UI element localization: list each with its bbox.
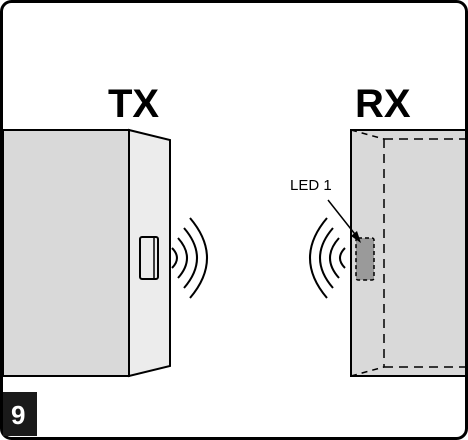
led-pointer-line [327, 199, 359, 239]
rx-wave-1 [339, 247, 346, 269]
tx-wave-1 [171, 247, 178, 269]
rx-wave-4 [309, 217, 328, 299]
figure-number-badge: 9 [3, 392, 37, 436]
led-label: LED 1 [290, 177, 332, 194]
transmitter-front-face [2, 129, 130, 377]
receiver-dash-corner-bottom [350, 366, 385, 377]
figure-number-background [3, 392, 37, 436]
tx-wave-2 [177, 237, 188, 279]
figure-number: 9 [11, 400, 25, 430]
transmitter-signal-waves [171, 217, 208, 299]
receiver-device [350, 129, 467, 377]
rx-wave-3 [319, 227, 334, 289]
receiver-signal-waves [309, 217, 346, 299]
transmitter-label: TX [108, 82, 159, 126]
receiver-led [355, 237, 375, 281]
tx-wave-4 [189, 217, 208, 299]
transmitter-emitter [139, 236, 159, 280]
led-pointer [327, 199, 361, 243]
rx-wave-2 [329, 237, 340, 279]
tx-wave-3 [183, 227, 198, 289]
receiver-label: RX [355, 82, 411, 126]
receiver-dash-corner-top [350, 129, 385, 140]
transmitter-device [2, 128, 171, 378]
led-pointer-arrowhead [351, 231, 361, 243]
